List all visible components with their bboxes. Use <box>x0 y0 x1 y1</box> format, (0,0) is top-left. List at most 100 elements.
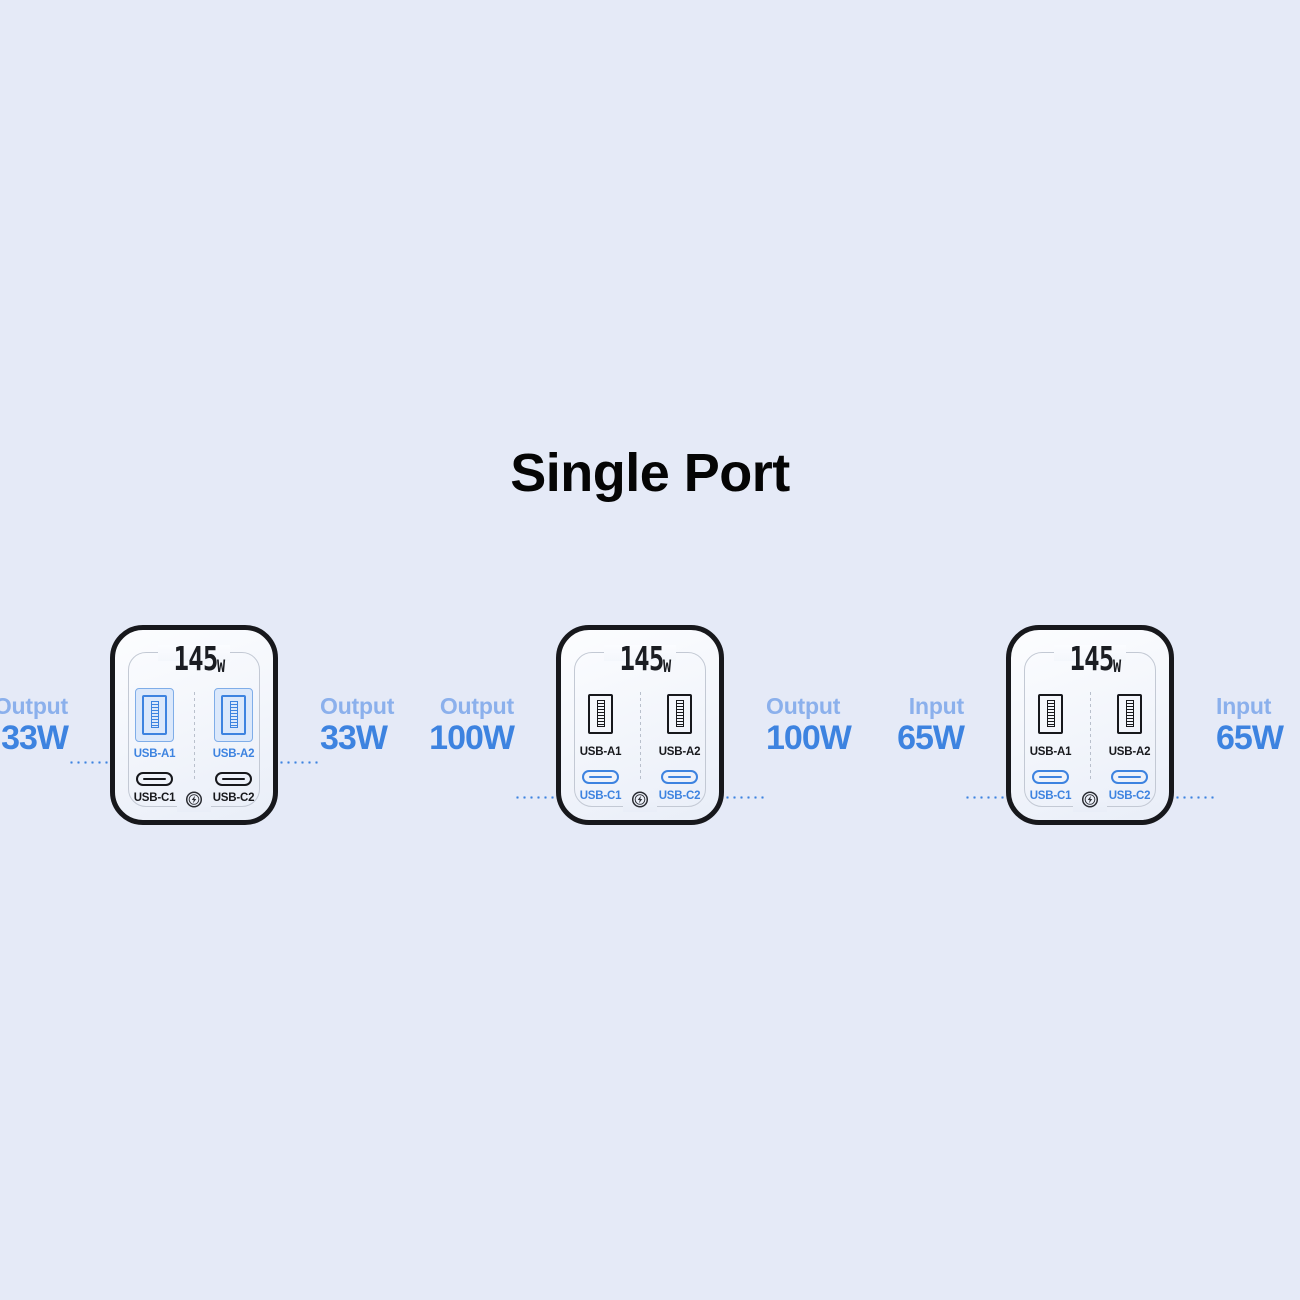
port-label-a2: USB-A2 <box>212 748 255 760</box>
annotation-left-3: Input 65W <box>856 693 965 757</box>
usb-c-slot-c1: USB-C1 <box>1030 770 1072 802</box>
port-label-a1: USB-A1 <box>133 748 176 760</box>
usb-a-port-icon-a2 <box>214 688 253 742</box>
usb-c-port-icon-c2 <box>1111 770 1148 784</box>
port-column-divider-2 <box>639 692 641 782</box>
faceplate-bottom-gap-3 <box>1073 798 1107 812</box>
connector-right-2 <box>724 625 766 825</box>
ports-area-1: USB-A1 USB-C1 USB-A2 USB-C2 <box>115 630 273 820</box>
usb-c-slot-c2: USB-C2 <box>213 772 255 804</box>
wattage-readout-1: 145W <box>115 642 273 677</box>
usb-a-icon <box>142 695 167 735</box>
wattage-unit-3: W <box>1112 657 1121 677</box>
charger-body-2: 145W USB-A1 USB-C1 <box>556 625 724 825</box>
connector-right-1 <box>278 625 320 825</box>
charger-unit-2: Output 100W 145W USB-A1 <box>410 600 870 850</box>
dotted-line-right-2 <box>724 795 766 799</box>
faceplate-top-gap-2 <box>604 645 676 661</box>
port-column-left-2: USB-A1 USB-C1 <box>561 630 640 820</box>
dotted-line-right-1 <box>278 760 320 764</box>
usb-a-tongue <box>1046 700 1055 727</box>
annotation-right-2: Output 100W <box>766 693 874 757</box>
usb-a-tongue <box>1125 700 1134 727</box>
port-label-c2: USB-C2 <box>212 792 255 804</box>
charging-bolt-logo-icon <box>1081 791 1099 808</box>
wattage-number-2: 145 <box>619 639 665 678</box>
usb-c-bar <box>1118 775 1141 779</box>
port-column-right-3: USB-A2 USB-C2 <box>1090 630 1169 820</box>
port-label-c1: USB-C1 <box>1029 790 1072 802</box>
usb-c-slot-c2: USB-C2 <box>1109 770 1151 802</box>
port-label-c2: USB-C2 <box>1108 790 1151 802</box>
connector-left-3 <box>964 625 1006 825</box>
annotation-left-kind-3: Input <box>908 693 964 719</box>
usb-a-port-icon-a2 <box>661 688 698 740</box>
charger-unit-3: Input 65W 145W USB-A1 <box>878 600 1300 850</box>
usb-a-port-icon-a1 <box>135 688 174 742</box>
charger-body-1: 145W USB-A1 USB-C1 <box>110 625 278 825</box>
annotation-right-kind-1: Output <box>320 693 395 719</box>
wattage-readout-2: 145W <box>561 639 719 678</box>
connector-left-1 <box>68 625 110 825</box>
wattage-unit-1: W <box>216 657 225 677</box>
dotted-line-left-3 <box>964 795 1006 799</box>
usb-c-port-icon-c1 <box>136 772 173 786</box>
annotation-right-value-2: 100W <box>766 719 852 757</box>
annotation-left-value-2: 100W <box>429 719 515 757</box>
charging-bolt-logo-icon <box>631 791 649 808</box>
wattage-readout-3: 145W <box>1011 642 1169 677</box>
usb-a-tongue <box>596 700 605 727</box>
usb-c-port-icon-c2 <box>215 772 252 786</box>
annotation-left-kind-1: Output <box>0 693 68 719</box>
usb-c-bar <box>143 777 166 781</box>
ports-area-3: USB-A1 USB-C1 USB-A2 USB-C2 <box>1011 630 1169 820</box>
port-column-divider-3 <box>1089 692 1091 782</box>
port-label-a1: USB-A1 <box>1029 746 1072 758</box>
usb-c-bar <box>1039 775 1062 779</box>
usb-c-port-icon-c2 <box>661 770 698 784</box>
port-column-right-1: USB-A2 USB-C2 <box>194 630 273 820</box>
port-label-c2: USB-C2 <box>658 790 701 802</box>
port-column-divider-1 <box>193 692 195 782</box>
faceplate-bottom-gap-1 <box>177 798 211 812</box>
annotation-left-kind-2: Output <box>439 693 514 719</box>
usb-a-port-icon-a2 <box>1111 688 1148 740</box>
usb-a-port-icon-a1 <box>582 688 619 740</box>
wattage-unit-2: W <box>662 657 671 677</box>
usb-a-icon <box>1038 694 1063 734</box>
annotation-left-2: Output 100W <box>406 693 515 757</box>
annotation-right-kind-3: Input <box>1216 693 1272 719</box>
annotation-right-kind-2: Output <box>766 693 841 719</box>
usb-a-tongue <box>229 701 238 728</box>
annotation-left-value-3: 65W <box>897 719 965 757</box>
usb-c-port-icon-c1 <box>1032 770 1069 784</box>
dotted-line-left-1 <box>68 760 110 764</box>
faceplate-bottom-gap-2 <box>623 798 657 812</box>
annotation-right-1: Output 33W <box>320 693 428 757</box>
connector-left-2 <box>514 625 556 825</box>
usb-c-slot-c2: USB-C2 <box>659 770 701 802</box>
usb-c-bar <box>668 775 691 779</box>
page-title: Single Port <box>510 443 790 503</box>
port-column-left-3: USB-A1 USB-C1 <box>1011 630 1090 820</box>
faceplate-top-gap-1 <box>158 645 230 661</box>
port-label-c1: USB-C1 <box>579 790 622 802</box>
annotation-right-value-1: 33W <box>320 719 388 757</box>
ports-area-2: USB-A1 USB-C1 USB-A2 USB-C2 <box>561 630 719 820</box>
usb-a-icon <box>667 694 692 734</box>
charger-body-3: 145W USB-A1 USB-C1 <box>1006 625 1174 825</box>
dotted-line-right-3 <box>1174 795 1216 799</box>
dotted-line-left-2 <box>514 795 556 799</box>
port-label-c1: USB-C1 <box>133 792 176 804</box>
annotation-left-1: Output 33W <box>0 693 69 756</box>
usb-c-bar <box>222 777 245 781</box>
port-label-a2: USB-A2 <box>1108 746 1151 758</box>
charger-unit-1: Output 33W 145W USB-A1 <box>0 600 394 850</box>
faceplate-top-gap-3 <box>1054 645 1126 661</box>
usb-a-icon <box>588 694 613 734</box>
port-column-right-2: USB-A2 USB-C2 <box>640 630 719 820</box>
usb-a-port-icon-a1 <box>1032 688 1069 740</box>
port-label-a2: USB-A2 <box>658 746 701 758</box>
usb-a-tongue <box>150 701 159 728</box>
port-label-a1: USB-A1 <box>579 746 622 758</box>
